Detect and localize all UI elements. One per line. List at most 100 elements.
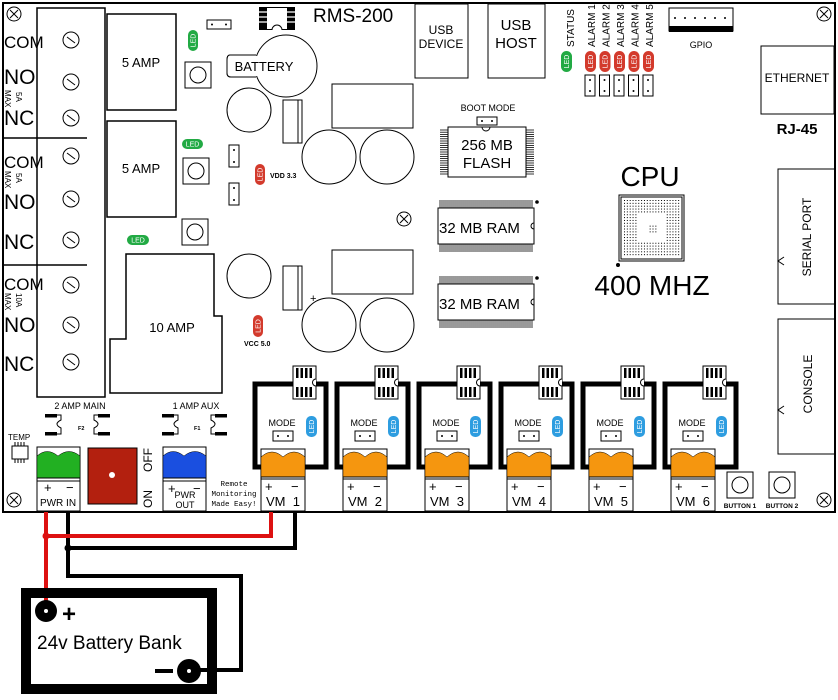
relay3-no-label: NO	[4, 314, 36, 337]
temp-sensor-icon	[11, 442, 29, 463]
relay1-max-label: MAX	[3, 90, 12, 108]
alarm2-jumper[interactable]	[599, 74, 610, 97]
terminal-screw-icon[interactable]	[62, 73, 80, 91]
vm-mode-jumper[interactable]	[682, 430, 704, 442]
fuse-aux-label: 1 AMP AUX	[173, 401, 220, 411]
terminal-screw-icon[interactable]	[62, 109, 80, 127]
alarm3-jumper[interactable]	[613, 74, 625, 97]
vdd-label: VDD 3.3	[270, 173, 297, 180]
jumper-v2[interactable]	[228, 182, 240, 206]
ethernet-label: ETHERNET	[765, 71, 830, 85]
vm-label: VM 4	[512, 494, 546, 509]
status-label: STATUS	[566, 9, 577, 47]
vm-mode-jumper[interactable]	[354, 430, 376, 442]
terminal-screw-icon[interactable]	[62, 353, 80, 371]
jumper-v1[interactable]	[228, 144, 240, 168]
alarm5-label: ALARM 5	[645, 4, 656, 47]
cpu-speed-label: 400 MHZ	[594, 270, 709, 301]
ram-chip-1	[437, 200, 539, 252]
relay3-button[interactable]	[181, 218, 209, 246]
vm-mode-jumper[interactable]	[272, 430, 294, 442]
vm-plus: +	[675, 479, 683, 494]
vm-plus: +	[593, 479, 601, 494]
alarm5-jumper[interactable]	[642, 74, 654, 97]
led-vcc-icon: LED	[253, 315, 263, 337]
boot-mode-jumper[interactable]	[476, 116, 498, 126]
svg-text:LED: LED	[719, 420, 726, 434]
capacitor-icon	[359, 129, 415, 185]
relay1-button[interactable]	[184, 61, 212, 89]
relay2-max-label: MAX	[3, 171, 12, 189]
serial-port[interactable]	[777, 168, 836, 305]
led-alarm2-icon: LED	[599, 51, 611, 72]
mounting-hole-icon	[816, 6, 832, 22]
terminal-screw-icon[interactable]	[62, 276, 80, 294]
ram1-label: 32 MB RAM	[439, 220, 520, 237]
svg-text:LED: LED	[603, 55, 610, 69]
vm-mode-jumper[interactable]	[436, 430, 458, 442]
relay-5amp-1	[106, 13, 177, 111]
regulator-1	[282, 99, 303, 144]
led-alarm3-icon: LED	[614, 51, 625, 72]
alarm1-jumper[interactable]	[584, 74, 596, 97]
inductor-2	[331, 249, 414, 295]
fuse-clip-icon	[93, 414, 110, 436]
pwr-out-terminal[interactable]	[162, 446, 207, 512]
alarm1-label: ALARM 1	[587, 4, 598, 47]
vm-mode-jumper[interactable]	[600, 430, 622, 442]
mounting-hole-icon	[396, 211, 412, 227]
button-2[interactable]	[768, 471, 796, 499]
led-alarm5-icon: LED	[643, 51, 654, 72]
switch-off-label: OFF	[141, 448, 155, 472]
ethernet-port[interactable]	[760, 45, 835, 115]
vm-mode-label: MODE	[679, 418, 706, 428]
button-1[interactable]	[726, 471, 754, 499]
svg-text:LED: LED	[473, 420, 480, 434]
pwr-out-label-1: PWR	[175, 490, 196, 500]
pwr-in-terminal[interactable]	[36, 446, 81, 512]
gpio-label: GPIO	[690, 40, 713, 50]
alarm2-label: ALARM 2	[602, 4, 613, 47]
alarm3-label: ALARM 3	[616, 4, 627, 47]
fuse-clip-icon	[162, 414, 179, 436]
battery-bank-label: 24v Battery Bank	[37, 633, 182, 654]
vm-terminal[interactable]	[260, 448, 306, 512]
inductor-1	[331, 83, 414, 129]
vm-led-icon: LED	[470, 416, 481, 437]
tagline-line-1: Remote	[220, 481, 247, 489]
usb-device-label-2: DEVICE	[419, 37, 464, 51]
terminal-screw-icon[interactable]	[62, 147, 80, 165]
pwr-out-minus: −	[193, 481, 201, 496]
vm-minus: −	[701, 479, 709, 494]
vm-mode-label: MODE	[351, 418, 378, 428]
vm-label: VM 2	[348, 494, 382, 509]
vm-terminal[interactable]	[588, 448, 634, 512]
relay2-button[interactable]	[182, 157, 210, 185]
led-alarm1-icon: LED	[585, 51, 596, 72]
alarm4-jumper[interactable]	[628, 74, 639, 97]
capacitor-icon	[301, 297, 357, 353]
vm-led-icon: LED	[716, 416, 727, 437]
terminal-screw-icon[interactable]	[62, 31, 80, 49]
vm-mode-jumper[interactable]	[518, 430, 540, 442]
led-vdd-icon: LED	[255, 164, 265, 185]
terminal-screw-icon[interactable]	[62, 316, 80, 334]
jumper-top[interactable]	[206, 19, 232, 30]
vm-plus: +	[429, 479, 437, 494]
vm-terminal[interactable]	[424, 448, 470, 512]
vm-chip-icon	[702, 365, 727, 400]
console-port[interactable]	[777, 318, 836, 455]
vm-terminal[interactable]	[342, 448, 388, 512]
terminal-screw-icon[interactable]	[62, 190, 80, 208]
vm-terminal[interactable]	[670, 448, 716, 512]
vm-terminal[interactable]	[506, 448, 552, 512]
vm-minus: −	[373, 479, 381, 494]
svg-text:LED: LED	[632, 55, 639, 69]
vm-chip-icon	[374, 365, 399, 400]
mounting-hole-icon	[816, 492, 832, 508]
flash-label-2: FLASH	[463, 155, 511, 172]
terminal-screw-icon[interactable]	[62, 231, 80, 249]
ram-chip-2	[437, 276, 539, 328]
